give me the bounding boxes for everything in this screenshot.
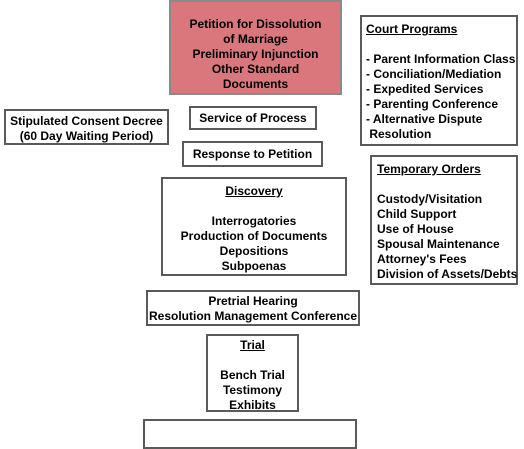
court-program-item: - Conciliation/Mediation bbox=[366, 67, 502, 81]
petition-line: Petition for Dissolution bbox=[189, 17, 322, 31]
stipulated-consent-decree-box: Stipulated Consent Decree (60 Day Waitin… bbox=[4, 109, 169, 145]
petition-line: Preliminary Injunction bbox=[192, 47, 319, 61]
court-program-item: - Alternative Dispute bbox=[366, 112, 483, 126]
discovery-item: Production of Documents bbox=[180, 229, 328, 243]
temporary-order-item: Attorney's Fees bbox=[377, 252, 467, 266]
petition-line: of Marriage bbox=[223, 32, 288, 46]
discovery-box: Discovery Interrogatories Production of … bbox=[161, 177, 347, 276]
final-stage-box bbox=[143, 419, 357, 449]
pretrial-line: Resolution Management Conference bbox=[148, 309, 358, 323]
trial-box: Trial Bench Trial Testimony Exhibits bbox=[206, 334, 299, 412]
pretrial-line: Pretrial Hearing bbox=[208, 294, 298, 308]
trial-item: Testimony bbox=[222, 383, 283, 397]
court-programs-title: Court Programs bbox=[366, 22, 458, 36]
discovery-item: Interrogatories bbox=[211, 214, 297, 228]
temporary-orders-box: Temporary Orders Custody/Visitation Chil… bbox=[370, 155, 518, 285]
court-program-item: Resolution bbox=[366, 127, 432, 141]
petition-line: Other Standard bbox=[211, 62, 300, 76]
trial-item: Exhibits bbox=[229, 398, 276, 412]
response-to-petition-box: Response to Petition bbox=[182, 141, 323, 167]
discovery-item: Subpoenas bbox=[221, 259, 287, 273]
discovery-title: Discovery bbox=[225, 184, 283, 198]
temporary-order-item: Division of Assets/Debts bbox=[377, 267, 518, 281]
discovery-item: Depositions bbox=[219, 244, 289, 258]
response-label: Response to Petition bbox=[192, 147, 313, 161]
court-program-item: - Expedited Services bbox=[366, 82, 484, 96]
trial-title: Trial bbox=[240, 338, 265, 352]
pretrial-hearing-box: Pretrial Hearing Resolution Management C… bbox=[146, 290, 360, 326]
court-programs-box: Court Programs - Parent Information Clas… bbox=[360, 15, 518, 146]
temporary-orders-title: Temporary Orders bbox=[377, 162, 481, 176]
court-program-item: - Parent Information Class bbox=[366, 52, 516, 66]
court-program-item: - Parenting Conference bbox=[366, 97, 499, 111]
service-label: Service of Process bbox=[199, 111, 307, 125]
trial-item: Bench Trial bbox=[220, 368, 285, 382]
petition-line: Documents bbox=[222, 77, 289, 91]
stipulated-line: (60 Day Waiting Period) bbox=[19, 129, 154, 143]
service-of-process-box: Service of Process bbox=[189, 106, 317, 130]
temporary-order-item: Use of House bbox=[377, 222, 454, 236]
temporary-order-item: Child Support bbox=[377, 207, 457, 221]
temporary-order-item: Spousal Maintenance bbox=[377, 237, 500, 251]
stipulated-line: Stipulated Consent Decree bbox=[10, 114, 163, 128]
petition-box: Petition for Dissolution of Marriage Pre… bbox=[169, 0, 342, 95]
temporary-order-item: Custody/Visitation bbox=[377, 192, 483, 206]
